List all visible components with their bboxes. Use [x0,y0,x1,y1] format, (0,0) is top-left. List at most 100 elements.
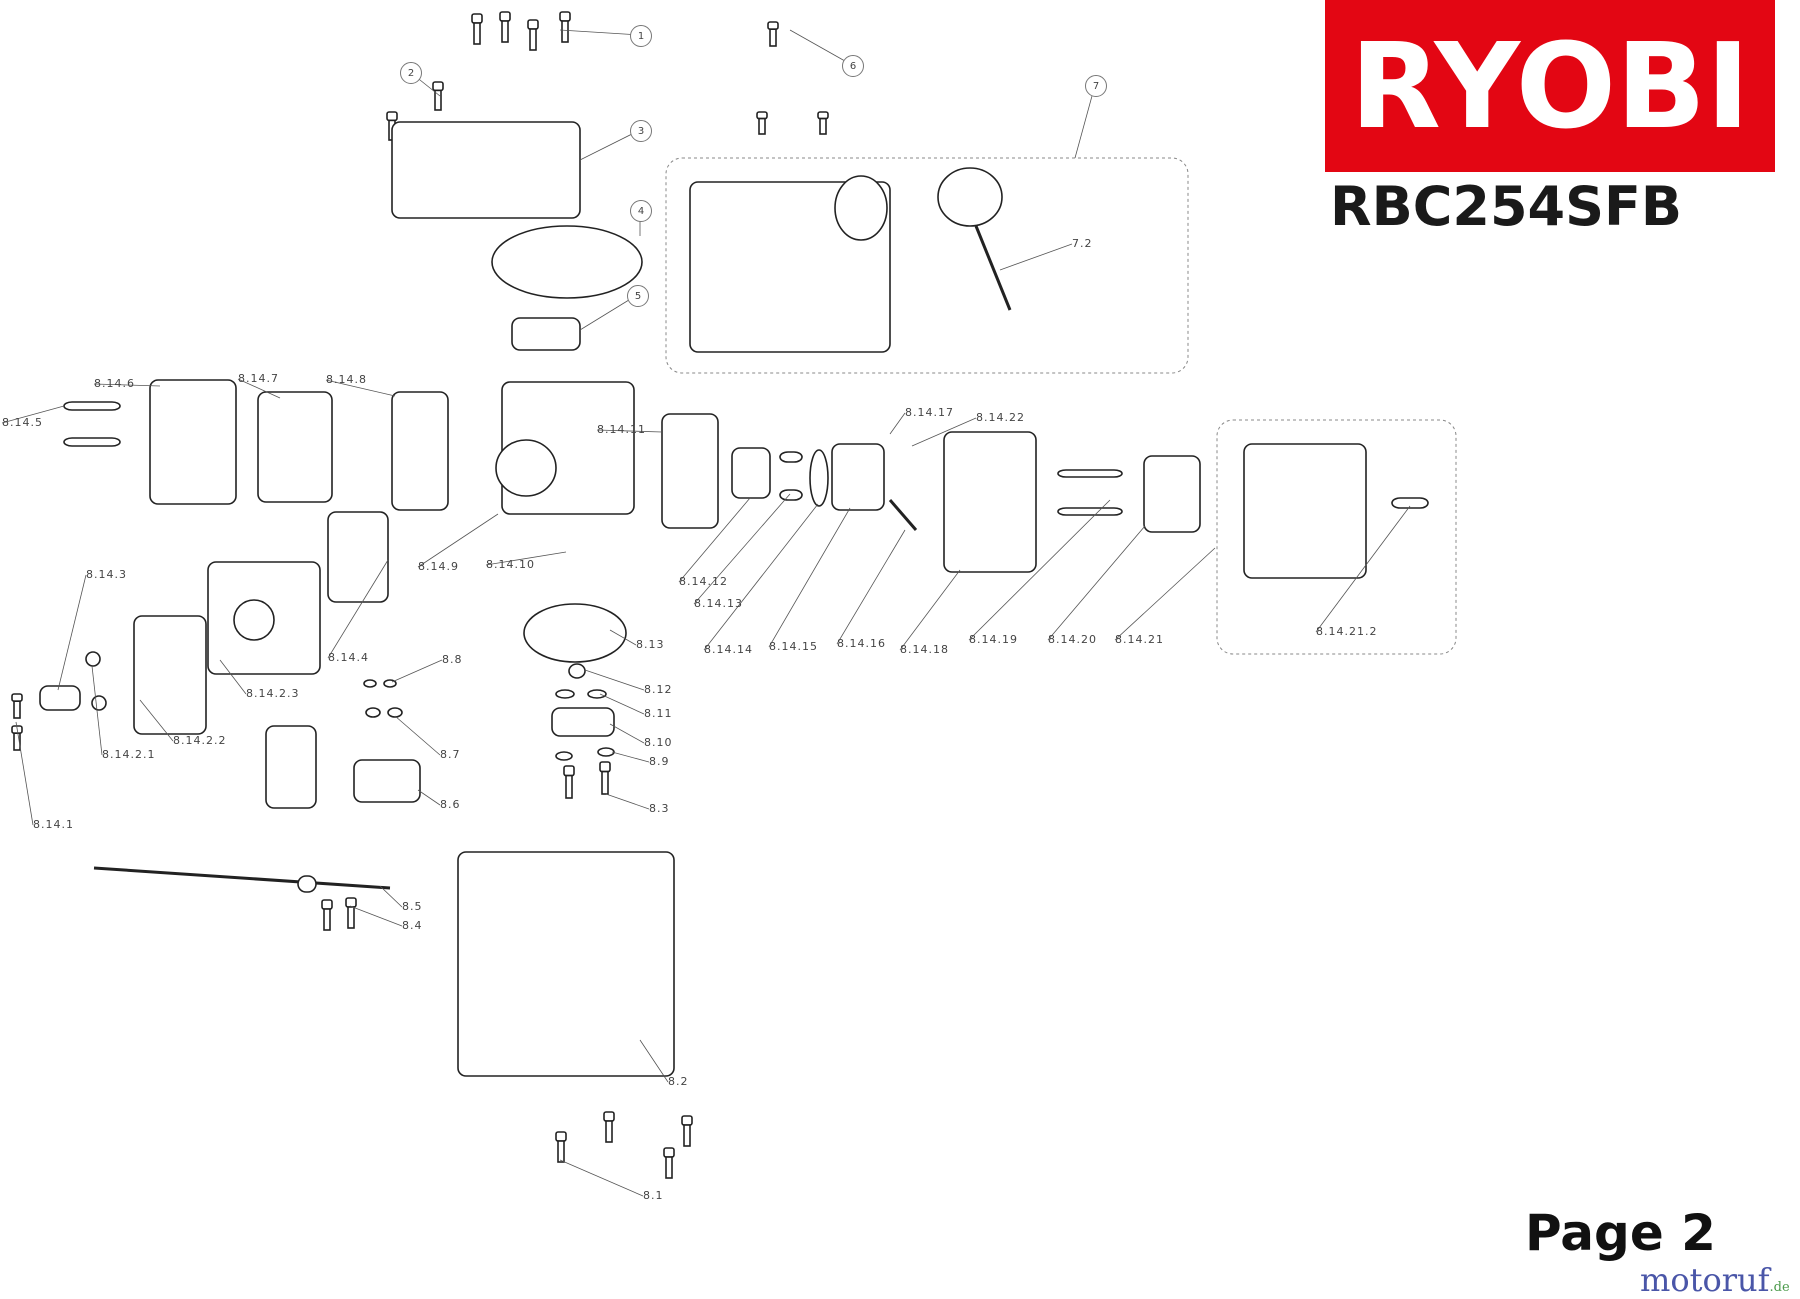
callout-8-9: 8.9 [649,755,670,768]
callout-8-14-13: 8.14.13 [694,597,743,610]
air-cover-group-box [1216,419,1457,655]
spacer-part-8.7a [365,707,381,718]
bolt-part-8.3b-head [599,761,611,773]
ryobi-logo: RYOBI [1325,0,1775,172]
nut-part-8.14.2.1a [85,651,101,667]
fuel-hose-part [888,499,918,531]
screw-part-8.1c-head [663,1147,675,1158]
bolt-part-8.14.5a [63,401,121,411]
leader-line-8.10 [609,723,645,744]
screw-part-8.14.13b [779,489,803,501]
leader-line-8.14.7 [237,378,281,399]
leader-line-8.14.18 [899,569,961,651]
leader-line-8.7 [394,715,441,756]
callout-1: 1 [630,25,652,47]
leader-line-8.2 [639,1039,669,1083]
air-cover-part [1243,443,1367,579]
leader-line-8.14.21.2 [1315,505,1411,633]
leader-line-8.14.12 [678,497,751,583]
carburetor-part [831,443,885,511]
washer-part-8.11b [587,689,607,699]
screw-part-8.1a-head [555,1131,567,1142]
callout-8-14-21-2: 8.14.21.2 [1316,625,1378,638]
leader-line-8.14.10 [485,551,567,566]
screw-part-1c-head [527,19,539,30]
screw-part-8.1b-shank [605,1120,613,1143]
air-cover-knob-part [1391,497,1429,509]
pulley-part [511,317,581,351]
screw-part-8.14.1a-shank [13,700,21,719]
leader-line-8.14.2.3 [219,659,247,695]
leader-line-7.2 [999,243,1073,271]
leader-line-8.14.4 [327,559,389,659]
callout-8-2: 8.2 [668,1075,689,1088]
leader-line-8.14.6 [93,383,161,387]
callout-8-14-11: 8.14.11 [597,423,646,436]
screw-part-2a-head [386,111,398,122]
crankcase-bearing-part [495,439,557,497]
bolt-part-8.3b-shank [601,770,609,795]
callout-8-14-21: 8.14.21 [1115,633,1164,646]
leader-line-8.8 [391,659,443,683]
screw-part-2b-shank [434,89,442,111]
leader-line-8.14.17 [889,412,906,435]
callout-8-14-15: 8.14.15 [769,640,818,653]
fuel-cap-part [937,167,1003,227]
callout-8-8: 8.8 [442,653,463,666]
callout-5: 5 [627,285,649,307]
callout-8-14-9: 8.14.9 [418,560,459,573]
recoil-starter-part [491,225,643,299]
leader-line-8.14.3 [57,574,87,691]
spring-part-8.9b [597,747,615,757]
callout-8-14-14: 8.14.14 [704,643,753,656]
callout-8-14-22: 8.14.22 [976,411,1025,424]
washer-part-8.11a [555,689,575,699]
leader-line-8.14.1 [15,721,34,826]
air-filter-part [1143,455,1201,533]
callout-8-14-17: 8.14.17 [905,406,954,419]
watermark-text: motoruf [1640,1261,1770,1299]
screw-part-6c-head [817,111,829,120]
leader-line-1 [559,29,641,36]
leader-line-8.14.16 [836,529,906,645]
leader-line-6 [789,29,853,66]
screw-part-1b-head [499,11,511,22]
screw-part-8.4a-head [321,899,333,910]
spring-part-8.9a [555,751,573,761]
callout-8-4: 8.4 [402,919,423,932]
spark-plug-part [39,685,81,711]
screw-part-8.4b-shank [347,906,355,929]
fuel-cap-strap-part [974,225,1012,311]
callout-8-5: 8.5 [402,900,423,913]
leader-line-8.3 [605,793,650,810]
screw-part-1c-shank [529,28,537,51]
flywheel-part [523,603,627,663]
screw-part-8.1b-head [603,1111,615,1122]
screw-part-8.1d-shank [683,1124,691,1147]
cylinder-gasket-part [327,511,389,603]
callout-8-11: 8.11 [644,707,673,720]
screw-part-6a-head [767,21,779,30]
leader-line-8.9 [611,751,650,763]
leader-line-8.14.5 [1,405,65,424]
leader-line-8.11 [599,693,645,715]
callout-8-1: 8.1 [643,1189,664,1202]
callout-8-14-6: 8.14.6 [94,377,135,390]
screw-part-2b-head [432,81,444,92]
throttle-cable-part [93,866,391,890]
callout-6: 6 [842,55,864,77]
nut-part-8.14.2.1b [91,695,107,711]
screw-part-8.4a-shank [323,908,331,931]
callout-8-14-20: 8.14.20 [1048,633,1097,646]
callout-4: 4 [630,200,652,222]
screw-part-8.14.1b-shank [13,732,21,751]
screw-part-6c-shank [819,117,827,135]
callout-8-14-4: 8.14.4 [328,651,369,664]
callout-8-14-3: 8.14.3 [86,568,127,581]
screw-part-8.1c-shank [665,1156,673,1179]
leader-line-8.14.2.1 [91,665,103,756]
screw-part-6b-shank [758,117,766,135]
callout-8-14-2-3: 8.14.2.3 [246,687,300,700]
leader-line-8.14.22 [911,417,977,447]
spacer-part-8.8a [363,679,377,688]
